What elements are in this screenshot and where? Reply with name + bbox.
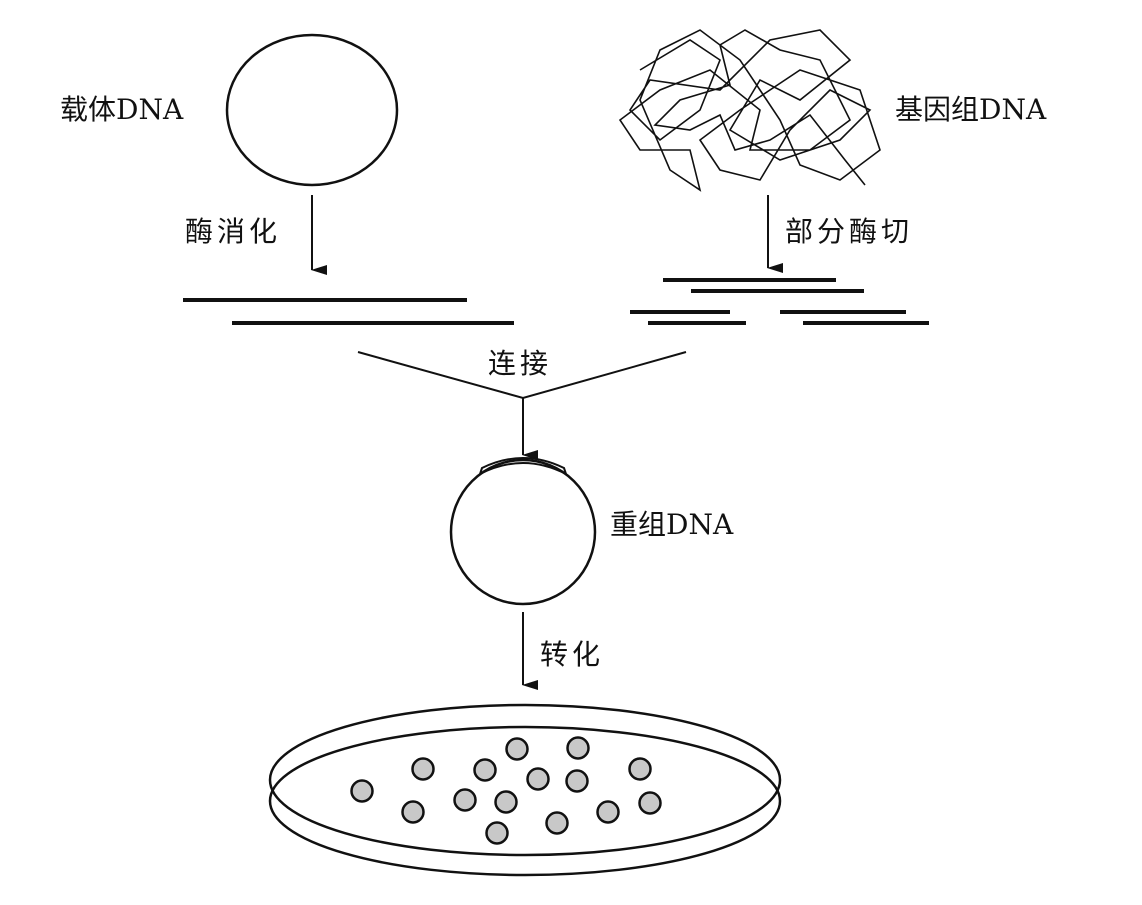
vector-fragments	[183, 298, 514, 325]
bacterial-colony	[350, 779, 374, 803]
genomic-dna-tangle	[618, 29, 881, 192]
bacterial-colony	[628, 757, 652, 781]
label-transformation: 转化	[540, 638, 605, 671]
recombinant-dna-circle	[449, 458, 597, 606]
bacterial-colony	[638, 791, 662, 815]
label-recombinant-dna: 重组DNA	[610, 508, 734, 541]
colonies	[350, 736, 662, 845]
bacterial-colony	[526, 767, 550, 791]
label-ligation: 连接	[488, 347, 553, 380]
bacterial-colony	[545, 811, 569, 835]
bacterial-colony	[453, 788, 477, 812]
bacterial-colony	[565, 769, 589, 793]
bacterial-colony	[505, 737, 529, 761]
genomic-fragments	[630, 278, 929, 325]
label-genomic-dna: 基因组DNA	[895, 93, 1047, 126]
petri-dish-rim-bottom	[268, 725, 782, 877]
bacterial-colony	[566, 736, 590, 760]
label-vector-dna: 载体DNA	[60, 93, 184, 126]
label-partial-digestion: 部分酶切	[785, 215, 914, 248]
petri-dish-rim-top	[268, 703, 782, 857]
label-enzyme-digestion: 酶消化	[185, 215, 282, 248]
insert-segment	[478, 457, 568, 477]
bacterial-colony	[596, 800, 620, 824]
bacterial-colony	[494, 790, 518, 814]
bacterial-colony	[411, 757, 435, 781]
bacterial-colony	[485, 821, 509, 845]
vector-dna-circle	[225, 33, 399, 187]
bacterial-colony	[473, 758, 497, 782]
bacterial-colony	[401, 800, 425, 824]
